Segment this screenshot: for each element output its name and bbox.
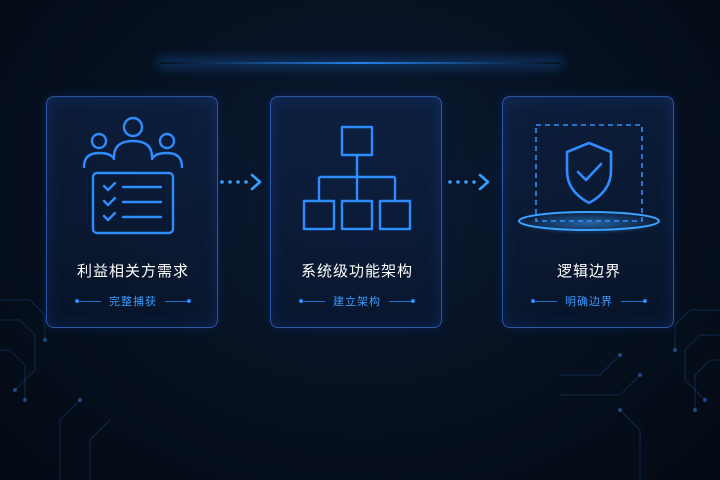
subtitle-decor-left (299, 299, 325, 303)
subtitle-decor-right (165, 299, 191, 303)
subtitle-decor-right (621, 299, 647, 303)
hierarchy-tree-icon (302, 125, 412, 231)
subtitle-decor-left (75, 299, 101, 303)
step-card-stakeholder-requirements: 利益相关方需求 完整捕获 (46, 96, 218, 328)
step-card-logical-boundary: 逻辑边界 明确边界 (502, 96, 674, 328)
dotted-arrow-right-icon (220, 173, 262, 191)
top-glow-line (160, 62, 560, 64)
step-title: 逻辑边界 (556, 262, 621, 280)
step-card-system-architecture: 系统级功能架构 建立架构 (270, 96, 442, 328)
step-subtitle: 明确边界 (565, 295, 613, 308)
step-subtitle-row: 完整捕获 (47, 293, 219, 309)
step-subtitle: 建立架构 (333, 295, 381, 308)
step-title: 利益相关方需求 (76, 262, 189, 280)
step-subtitle: 完整捕获 (109, 295, 157, 308)
step-title: 系统级功能架构 (300, 262, 413, 280)
stakeholders-checklist-icon (82, 116, 184, 235)
subtitle-decor-left (531, 299, 557, 303)
subtitle-decor-right (389, 299, 415, 303)
shield-check-icon (515, 124, 663, 235)
dotted-arrow-right-icon (448, 173, 490, 191)
step-subtitle-row: 建立架构 (271, 293, 443, 309)
step-subtitle-row: 明确边界 (503, 293, 675, 309)
